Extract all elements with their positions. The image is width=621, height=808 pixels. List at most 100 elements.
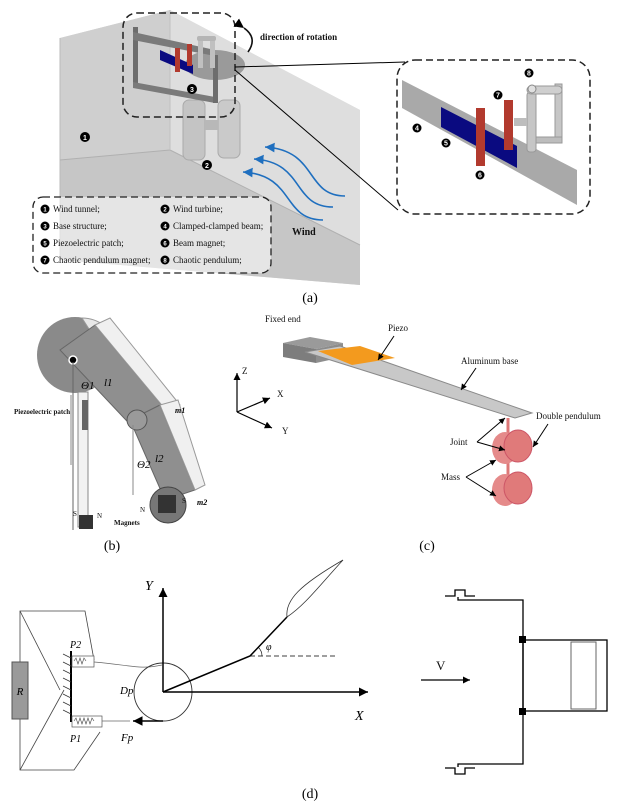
svg-text:8: 8 — [163, 259, 167, 265]
leader-line — [234, 69, 399, 211]
svg-text:4: 4 — [415, 126, 419, 133]
panel-c: Z X Y Fixed end Piezo Aluminum base Doub… — [233, 314, 601, 554]
magnet-base — [79, 515, 93, 529]
axis-z-label: Z — [242, 366, 248, 376]
svg-text:Chaotic pendulum;: Chaotic pendulum; — [173, 255, 242, 265]
svg-text:5: 5 — [43, 242, 47, 248]
base-structure — [133, 27, 245, 103]
pendulum-magnet — [504, 100, 513, 150]
detail-box-small — [122, 12, 236, 118]
pendulum-mass-2 — [492, 471, 533, 506]
pole-n-base: N — [97, 512, 102, 520]
fixed-end-label: Fixed end — [265, 314, 301, 324]
svg-text:Wind tunnel;: Wind tunnel; — [53, 204, 100, 214]
piezo-patch-label: Piezoelectric patch — [14, 408, 70, 416]
joint-lower — [519, 708, 526, 715]
panel-b: Piezoelectric patch Θ1 l1 Θ2 l2 m1 m2 S … — [14, 317, 207, 554]
aluminum-base — [304, 345, 534, 419]
svg-text:Wind turbine;: Wind turbine; — [173, 204, 223, 214]
pole-s-tip: S — [182, 497, 186, 505]
leader-line — [234, 61, 406, 68]
caption-d: (d) — [302, 787, 319, 802]
theta2-label: Θ2 — [137, 459, 151, 471]
pole-s-base: S — [73, 510, 77, 518]
p1-label: P1 — [69, 734, 81, 745]
phi-label: φ — [266, 642, 272, 653]
svg-text:2: 2 — [163, 208, 167, 214]
flap-schematic — [445, 589, 608, 775]
magnet-tip — [158, 495, 176, 513]
l2-label: l2 — [155, 453, 164, 465]
callout-badge-5: 5 — [441, 138, 451, 148]
aluminum-base-label: Aluminum base — [461, 356, 518, 366]
callout-badge-1: 1 — [80, 132, 90, 142]
legend-item: 1 Wind tunnel; — [40, 204, 100, 214]
double-pendulum-label: Double pendulum — [536, 411, 601, 421]
svg-text:3: 3 — [43, 225, 47, 231]
pole-n-tip: N — [140, 506, 145, 514]
m1-label: m1 — [175, 406, 185, 415]
callout-badge-6: 6 — [475, 170, 485, 180]
svg-text:Piezoelectric patch;: Piezoelectric patch; — [53, 238, 124, 248]
circuit — [19, 610, 101, 771]
svg-text:6: 6 — [163, 242, 167, 248]
svg-text:7: 7 — [496, 93, 500, 100]
wind-label: Wind — [292, 227, 316, 238]
velocity-label: V — [436, 658, 446, 673]
l1-label: l1 — [104, 377, 113, 389]
wind-arrows — [242, 142, 346, 221]
callout-badge-8: 8 — [524, 68, 534, 78]
blade-arm — [162, 616, 288, 693]
wind-turbine — [182, 99, 241, 161]
mass-label: Mass — [441, 472, 460, 482]
svg-text:3: 3 — [190, 87, 194, 94]
piezo-layer — [318, 346, 395, 365]
beam-magnet — [476, 108, 485, 166]
caption-c: (c) — [419, 539, 435, 554]
axis-x-label: X — [277, 389, 284, 399]
svg-text:7: 7 — [43, 259, 47, 265]
dp-label: Dp — [119, 685, 134, 697]
chaotic-pendulum — [514, 83, 563, 153]
magnets-label: Magnets — [114, 519, 140, 527]
callout-badge-3: 3 — [187, 84, 197, 94]
caption-a: (a) — [302, 291, 318, 306]
piezo-label: Piezo — [388, 323, 408, 333]
legend-item: 2 Wind turbine; — [160, 204, 223, 214]
airfoil-blade — [286, 559, 344, 618]
svg-text:8: 8 — [527, 71, 531, 78]
pendulum-mass-1 — [492, 429, 533, 464]
axes-triad — [233, 373, 273, 429]
resistor-label: R — [16, 686, 24, 698]
svg-text:Chaotic pendulum magnet;: Chaotic pendulum magnet; — [53, 255, 150, 265]
axis-y-label: Y — [145, 579, 155, 594]
hatching — [62, 653, 72, 715]
rotation-label: direction of rotation — [260, 32, 337, 42]
svg-text:Clamped-clamped beam;: Clamped-clamped beam; — [173, 221, 263, 231]
theta1-label: Θ1 — [81, 380, 94, 392]
callout-badge-2: 2 — [202, 160, 212, 170]
legend-item: 8 Chaotic pendulum; — [160, 255, 242, 265]
svg-text:Beam magnet;: Beam magnet; — [173, 238, 225, 248]
svg-text:1: 1 — [83, 135, 87, 142]
p2-label: P2 — [69, 640, 81, 651]
joint-upper — [519, 636, 526, 643]
svg-text:5: 5 — [444, 141, 448, 148]
legend-item: 6 Beam magnet; — [160, 238, 225, 248]
axis-x-label: X — [354, 709, 364, 724]
svg-text:4: 4 — [163, 225, 167, 231]
caption-b: (b) — [104, 539, 121, 554]
svg-text:1: 1 — [43, 208, 47, 214]
legend-item: 5 Piezoelectric patch; — [40, 238, 124, 248]
svg-text:2: 2 — [205, 163, 209, 170]
svg-text:6: 6 — [478, 173, 482, 180]
joint-label: Joint — [450, 437, 468, 447]
fp-label: Fp — [120, 732, 134, 744]
callout-badge-4: 4 — [412, 123, 422, 133]
axis-y-label: Y — [282, 426, 289, 436]
rotation-arrow-icon — [233, 18, 253, 53]
resistor — [11, 661, 29, 720]
